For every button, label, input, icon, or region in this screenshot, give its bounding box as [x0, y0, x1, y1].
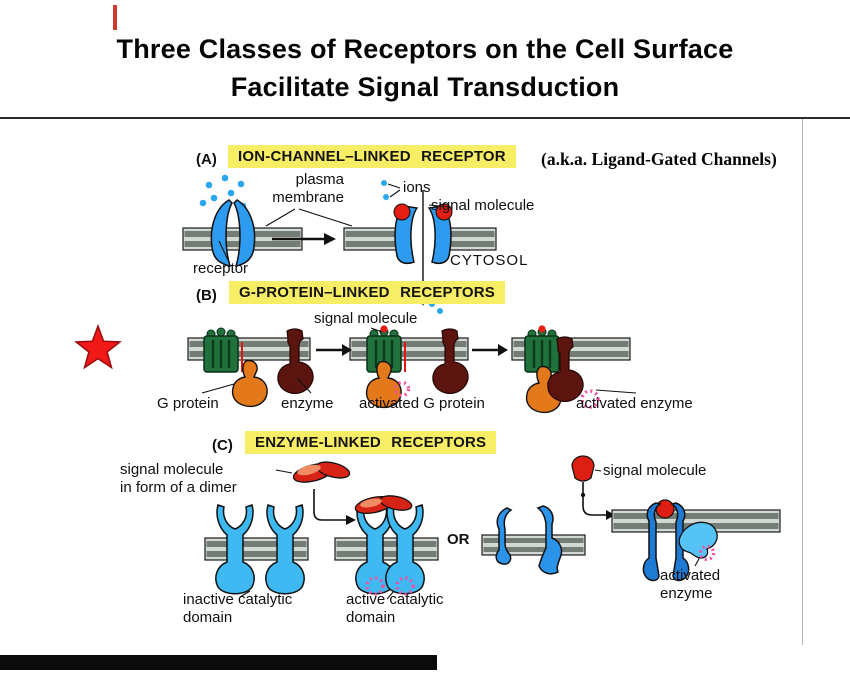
enzyme-linked-receptor-inactive-1 [215, 504, 255, 595]
title-divider-line [0, 117, 850, 119]
label-enzyme: enzyme [281, 395, 334, 412]
activation-starburst [395, 576, 415, 596]
label-pointer-lines-a [218, 183, 451, 261]
panel-c-heading: ENZYME-LINKED RECEPTORS [245, 431, 497, 454]
label-g-protein: G protein [157, 395, 219, 412]
activation-starburst [365, 576, 385, 596]
slide-title: Three Classes of Receptors on the Cell S… [0, 30, 850, 106]
red-tick-marker [113, 5, 117, 30]
label-activated-enzyme-b: activated enzyme [576, 395, 693, 412]
split-receptor-left-half [495, 507, 513, 565]
bound-dimer [354, 495, 413, 514]
label-signal-molecule-b: signal molecule [314, 310, 418, 327]
enzyme [277, 328, 314, 394]
label-signal-molecule-dimer: signal molecule in form of a dimer [120, 461, 237, 496]
ion-dots-right [381, 180, 443, 314]
panel-b-heading: G-PROTEIN–LINKED RECEPTORS [229, 281, 505, 304]
arrow-right-b2 [472, 344, 508, 356]
label-cytosol: CYTOSOL [450, 252, 529, 269]
label-active-catalytic-domain: active catalytic domain [346, 591, 444, 626]
panel-a-letter: (A) [196, 151, 217, 168]
arrow-elbow-right [580, 482, 615, 520]
signal-molecule-wedge [571, 455, 595, 482]
enzyme-linked-receptor-inactive-2 [265, 504, 305, 595]
slide-title-line1: Three Classes of Receptors on the Cell S… [116, 34, 734, 64]
activated-enzyme-b [547, 336, 584, 402]
dimer-label-connector [275, 469, 293, 474]
label-ions: ions [403, 179, 431, 196]
gpcr-receptor-1 [203, 327, 243, 373]
signal-molecule-ball [435, 203, 453, 221]
signal-molecule-ball [393, 203, 411, 221]
ion-channel-receptor-open [393, 190, 453, 306]
label-receptor: receptor [193, 260, 249, 277]
activation-starburst [580, 389, 600, 409]
panel-b-letter: (B) [196, 287, 217, 304]
label-signal-molecule-a: signal molecule [431, 197, 535, 214]
label-pointer-lines-b [201, 327, 637, 394]
wedge-label-connector [594, 469, 602, 472]
plasma-membrane-right-a [343, 227, 497, 251]
arrow-right-b1 [316, 344, 352, 356]
split-receptor-right-half [536, 505, 563, 575]
activation-starburst [698, 544, 716, 562]
arrow-elbow-dimer [313, 489, 356, 525]
arrow-right-a [272, 233, 336, 245]
signal-molecule-dot [538, 325, 546, 333]
label-signal-molecule-right: signal molecule [603, 462, 707, 479]
enzyme-2 [432, 328, 469, 394]
plasma-membrane-c2 [334, 537, 439, 561]
activated-enzyme-blob [678, 521, 718, 559]
ion-channel-receptor-closed [210, 199, 256, 267]
panel-c-letter: (C) [212, 437, 233, 454]
activated-g-protein [365, 360, 402, 409]
panel-b-art [74, 323, 637, 414]
signal-molecule-dimer [292, 461, 351, 483]
label-or: OR [447, 531, 470, 548]
label-activated-g-protein: activated G protein [359, 395, 485, 412]
activated-receptor-left-half [642, 502, 662, 582]
label-pointer-lines-c [239, 556, 701, 600]
g-protein [231, 359, 268, 408]
panel-a-heading: ION-CHANNEL–LINKED RECEPTOR [228, 145, 516, 168]
label-inactive-catalytic-domain: inactive catalytic domain [183, 591, 293, 626]
panel-c-art [204, 455, 781, 600]
enzyme-linked-receptor-active-2 [385, 504, 425, 595]
activation-starburst [393, 380, 411, 398]
signal-molecule-dot [380, 325, 388, 333]
right-border-line [802, 119, 803, 645]
bound-signal-ball [655, 499, 675, 519]
panel-a-aka: (a.k.a. Ligand-Gated Channels) [541, 149, 777, 169]
label-plasma-membrane: plasma membrane [272, 171, 344, 206]
red-star-icon [74, 323, 122, 370]
bottom-black-bar [0, 655, 437, 670]
label-activated-enzyme-c: activated enzyme [660, 567, 721, 602]
panel-a-art [182, 174, 497, 314]
slide-title-line2: Facilitate Signal Transduction [230, 72, 620, 102]
